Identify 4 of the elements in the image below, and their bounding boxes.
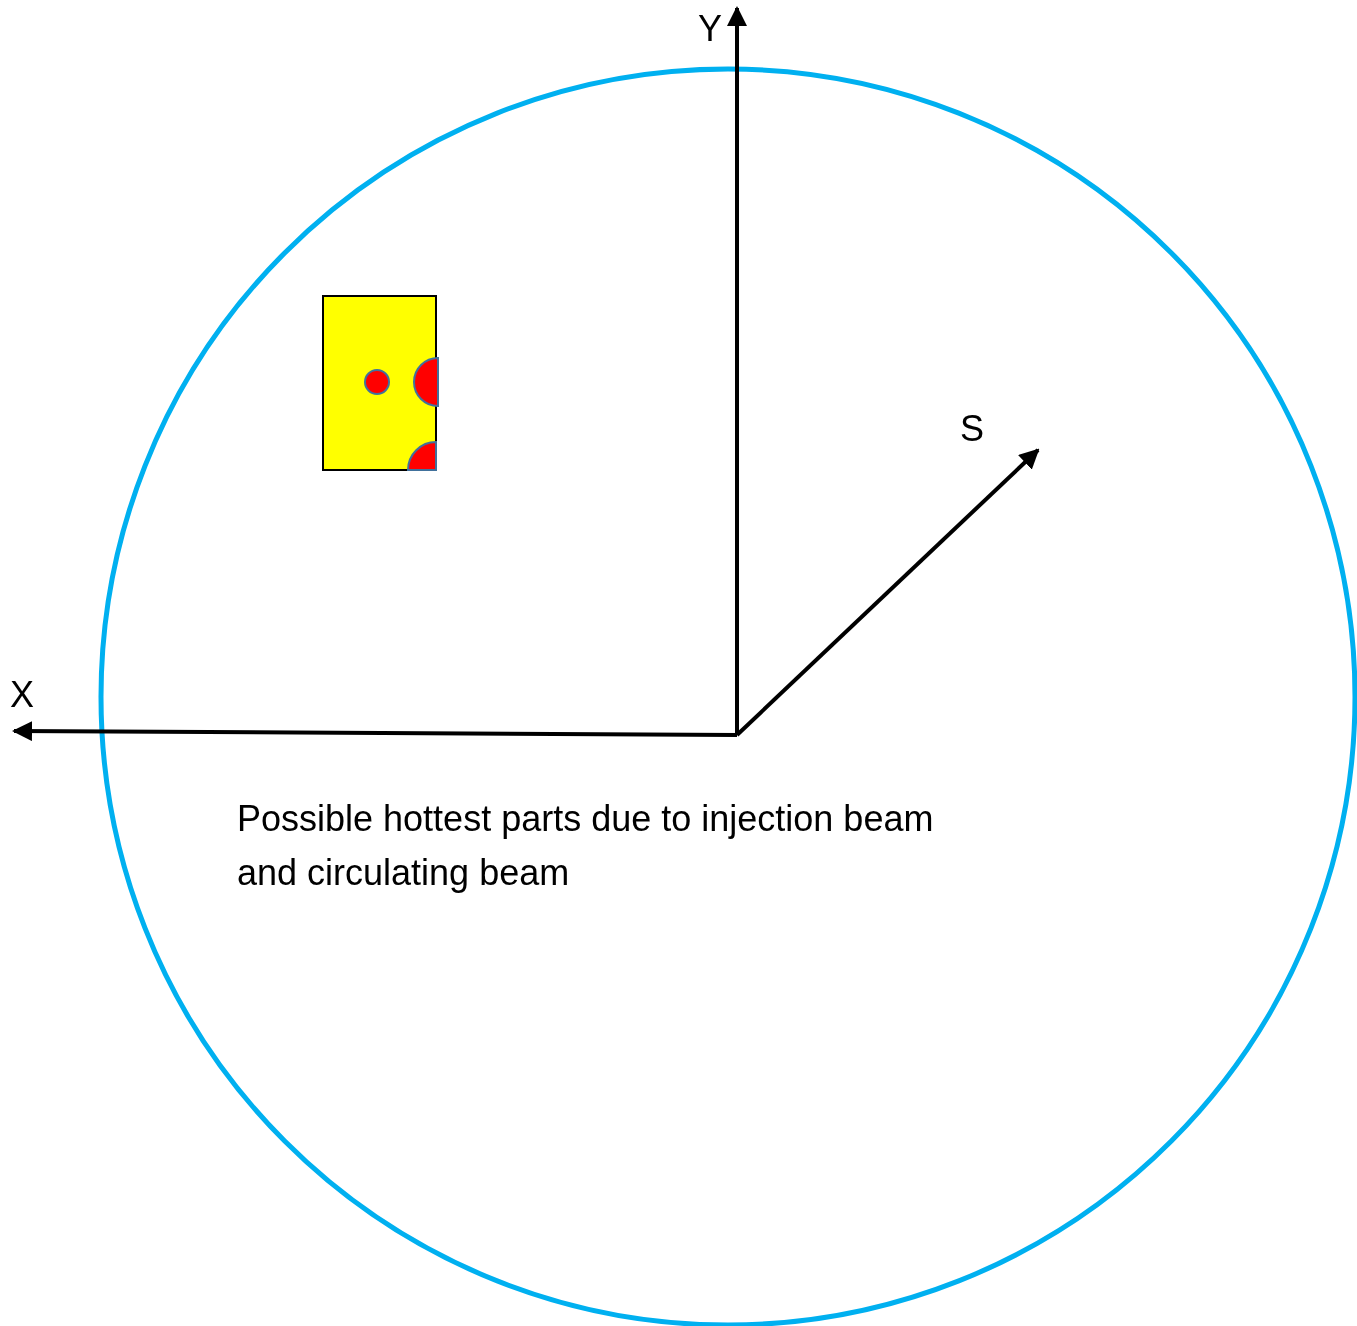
axis-label: Y bbox=[698, 7, 722, 51]
axis-label: S bbox=[960, 407, 984, 451]
axis-label: X bbox=[10, 673, 34, 717]
caption-text: Possible hottest parts due to injection beam and circulating beam bbox=[237, 797, 935, 895]
